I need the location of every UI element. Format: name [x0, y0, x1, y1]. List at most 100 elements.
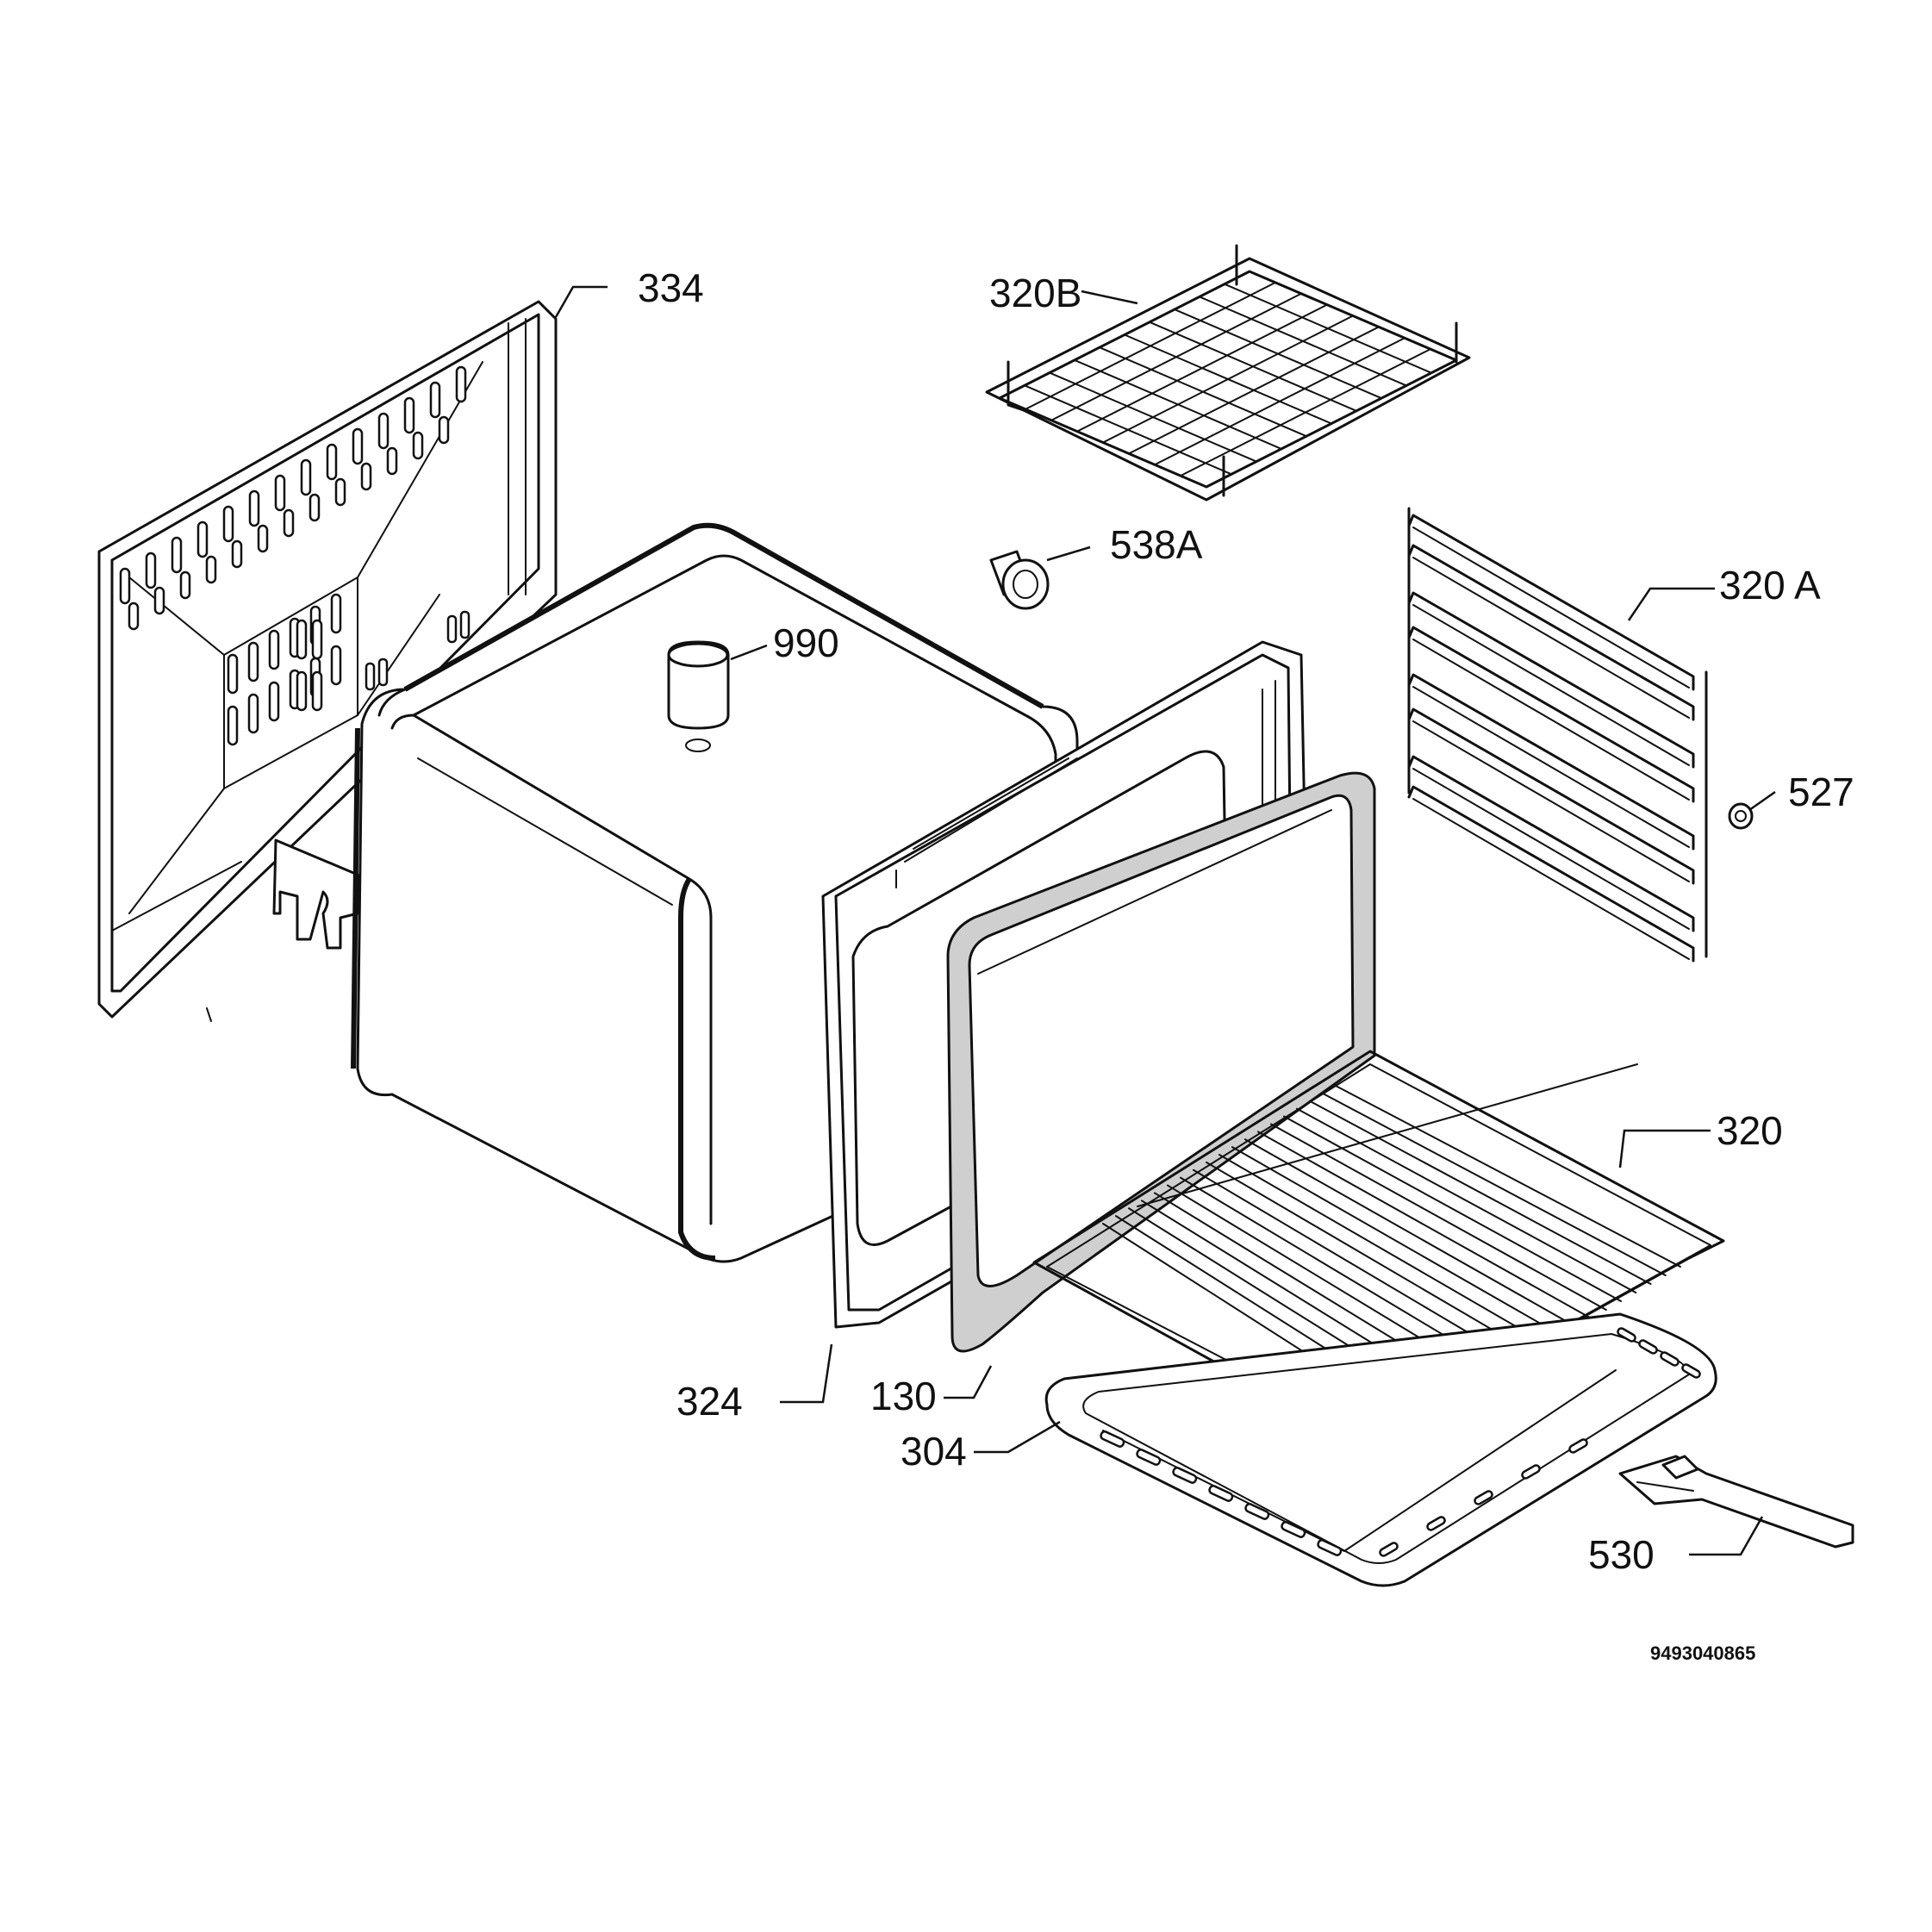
grid-wire: [1074, 358, 1282, 450]
callout-320A: 320 A: [1719, 563, 1821, 608]
vent-slot: [300, 458, 312, 496]
shelf-bar: [1137, 1063, 1638, 1207]
shelf-bar: [1309, 1100, 1652, 1285]
vent-slot: [296, 619, 308, 660]
vent-slot: [145, 552, 157, 589]
vent-slot: [326, 443, 338, 481]
vent-slot: [308, 493, 321, 522]
rail-wire: [1407, 544, 1695, 721]
vent-slot: [377, 412, 390, 450]
callout-304: 304: [901, 1429, 967, 1474]
rim-hole: [1426, 1516, 1446, 1531]
vent-slot: [311, 670, 323, 712]
vent-slot: [446, 614, 458, 644]
rail-wire: [1407, 707, 1695, 885]
vent-slot: [153, 586, 165, 615]
vent-slot: [227, 653, 239, 695]
callout-320B: 320B: [989, 271, 1081, 315]
rail-wire: [1412, 720, 1690, 882]
vent-slot: [119, 567, 131, 605]
vent-slot: [274, 474, 286, 512]
shelf-bar: [1244, 1138, 1578, 1328]
vent-slot: [296, 670, 308, 712]
vent-slot: [268, 681, 280, 722]
vent-slot: [205, 555, 217, 584]
leader-lines: [554, 285, 1776, 1556]
rail-wire: [1407, 785, 1695, 963]
rim-hole: [1172, 1467, 1198, 1484]
grid-wire: [1024, 384, 1232, 476]
shelf-bar: [1283, 1115, 1623, 1302]
vent-slot: [283, 508, 295, 538]
grid-wire: [1149, 321, 1357, 412]
vent-slot: [429, 381, 441, 419]
rail-wire: [1412, 604, 1690, 766]
rail-wire: [1412, 686, 1690, 848]
tray-rim-holes: [1100, 1327, 1701, 1557]
vent-slot: [247, 693, 259, 734]
rail-wire: [1412, 768, 1690, 930]
vent-slot: [330, 593, 342, 634]
rail-wire: [1412, 557, 1690, 719]
callout-538A: 538A: [1110, 522, 1203, 567]
vent-slot: [386, 446, 398, 476]
rim-hole: [1136, 1449, 1162, 1466]
grid-wire: [1224, 283, 1432, 374]
rim-hole: [1681, 1363, 1701, 1379]
vent-slot: [179, 570, 191, 600]
rail-wire: [1407, 591, 1695, 769]
rail-set: [1407, 514, 1695, 963]
callout-334: 334: [638, 265, 704, 310]
callout-130: 130: [870, 1374, 937, 1418]
vent-slot: [231, 539, 243, 569]
vent-slot: [311, 619, 323, 660]
rim-hole: [1379, 1542, 1399, 1557]
vent-slot: [227, 705, 239, 746]
wire-grid: [1024, 281, 1432, 477]
rim-hole: [1638, 1339, 1658, 1355]
vent-slot: [459, 610, 471, 639]
rim-hole: [1521, 1464, 1541, 1480]
side-rails-320A: [1407, 507, 1754, 963]
rim-hole: [1208, 1485, 1234, 1502]
shelf-bar: [1322, 1092, 1667, 1276]
vent-slot: [334, 477, 346, 507]
vent-slot: [438, 415, 450, 445]
baking-tray-304: [1044, 1312, 1717, 1587]
vent-slot: [248, 489, 260, 527]
shelf-bar: [1193, 1169, 1518, 1362]
vent-slot: [360, 462, 372, 491]
nut-527: [1728, 802, 1754, 830]
grid-wire: [1049, 371, 1257, 463]
vent-slot: [171, 536, 183, 574]
vent-slot: [268, 629, 280, 670]
vent-slot: [128, 601, 140, 631]
rim-hole: [1281, 1521, 1306, 1538]
vent-slot: [247, 641, 259, 682]
vent-slot: [403, 396, 415, 434]
lamp-holder-538A: [989, 550, 1050, 610]
callout-324: 324: [676, 1379, 743, 1424]
rail-wire: [1412, 798, 1690, 960]
vent-slot: [455, 365, 467, 403]
rim-hole: [1317, 1539, 1343, 1556]
vent-slot: [365, 662, 376, 691]
shelf-bar: [1296, 1107, 1637, 1293]
tray-handle-530: [1618, 1455, 1854, 1549]
shelf-bar: [1206, 1161, 1533, 1354]
grid-wire: [1099, 346, 1307, 438]
back-panel-334: [97, 300, 558, 1022]
vent-slot: [222, 505, 234, 543]
shelf-bar: [1257, 1131, 1592, 1319]
grid-wire: [1174, 308, 1382, 400]
vent-slot: [412, 431, 424, 460]
grid-wire: [1124, 333, 1332, 425]
rail-wire: [1412, 527, 1690, 689]
shelf-bar: [1335, 1085, 1681, 1268]
rim-hole: [1100, 1430, 1125, 1448]
vent-slot: [330, 645, 342, 686]
grid-wire: [1199, 296, 1407, 387]
rim-hole: [1660, 1351, 1680, 1367]
vent-slots: [119, 365, 471, 746]
